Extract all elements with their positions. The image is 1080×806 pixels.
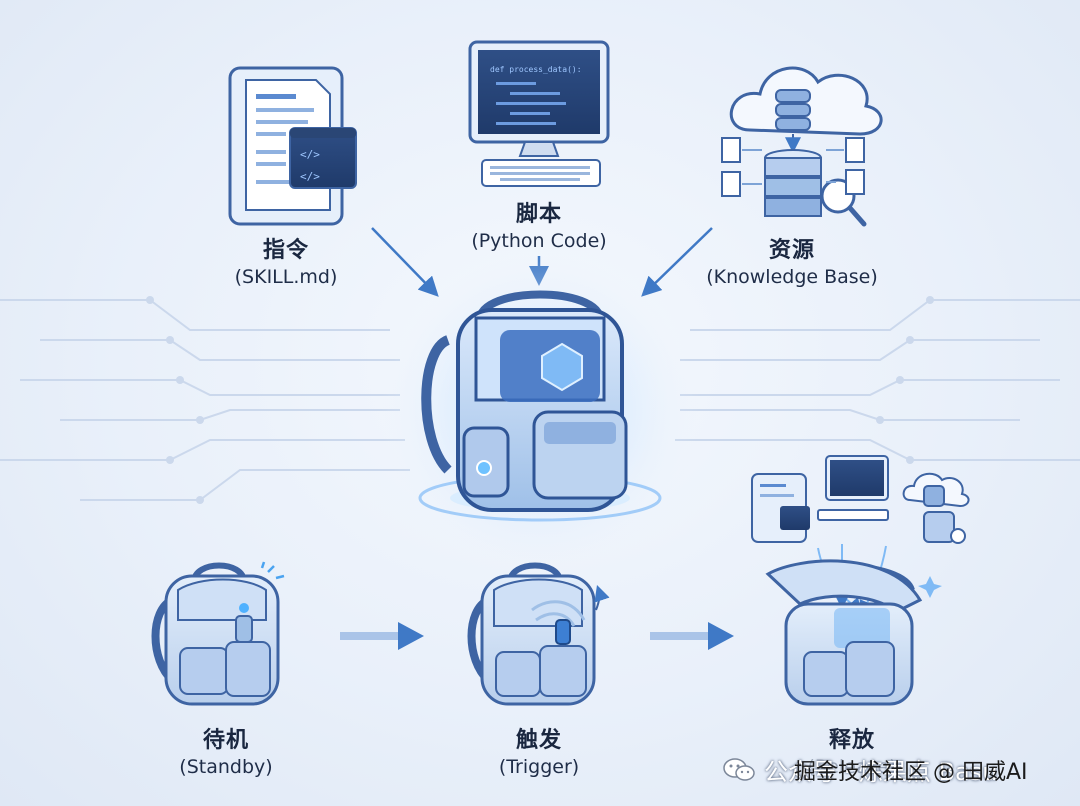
computer-icon: def process_data(): (468, 40, 610, 187)
flow-arrows (340, 622, 734, 650)
circuit-lines (0, 299, 1080, 501)
svg-text:</>: </> (300, 170, 320, 183)
standby-title: 待机 (202, 728, 250, 753)
instructions-title: 指令 (262, 238, 310, 263)
svg-text:</>: </> (300, 148, 320, 161)
trigger-backpack (467, 562, 610, 706)
release-subtitle: (Release) (807, 756, 897, 778)
code-snippet: def process_data(): (490, 65, 582, 74)
trigger-title: 触发 (515, 728, 563, 753)
database-cloud-icon (721, 66, 883, 227)
node-release: 释放 (Release) (807, 722, 896, 778)
scripts-title: 脚本 (515, 202, 562, 227)
standby-subtitle: (Standby) (179, 756, 273, 778)
node-trigger: 触发 (Trigger) (499, 722, 579, 778)
watermark-text: 公众号 · 炼果点 Basu (764, 758, 998, 786)
scripts-subtitle: (Python Code) (471, 230, 607, 252)
central-backpack (380, 250, 700, 570)
watermark-overlay: 掘金技术社区 @ 田威AI (794, 760, 1028, 785)
instructions-subtitle: (SKILL.md) (234, 266, 338, 288)
node-resources: 资源 (Knowledge Base) (706, 232, 878, 288)
document-icon: </> </> (228, 66, 357, 226)
standby-backpack (151, 561, 285, 706)
wechat-icon (723, 757, 755, 781)
trigger-subtitle: (Trigger) (498, 756, 580, 778)
resources-subtitle: (Knowledge Base) (706, 266, 878, 288)
watermark: 公众号 · 炼果点 Basu 掘金技术社区 @ 田威AI (722, 752, 1028, 787)
node-standby: 待机 (Standby) (179, 722, 272, 778)
node-instructions: 指令 (SKILL.md) (235, 232, 338, 288)
resources-title: 资源 (768, 238, 816, 263)
node-scripts: 脚本 (Python Code) (471, 196, 606, 252)
release-title: 释放 (828, 728, 875, 753)
release-backpack (751, 455, 970, 706)
